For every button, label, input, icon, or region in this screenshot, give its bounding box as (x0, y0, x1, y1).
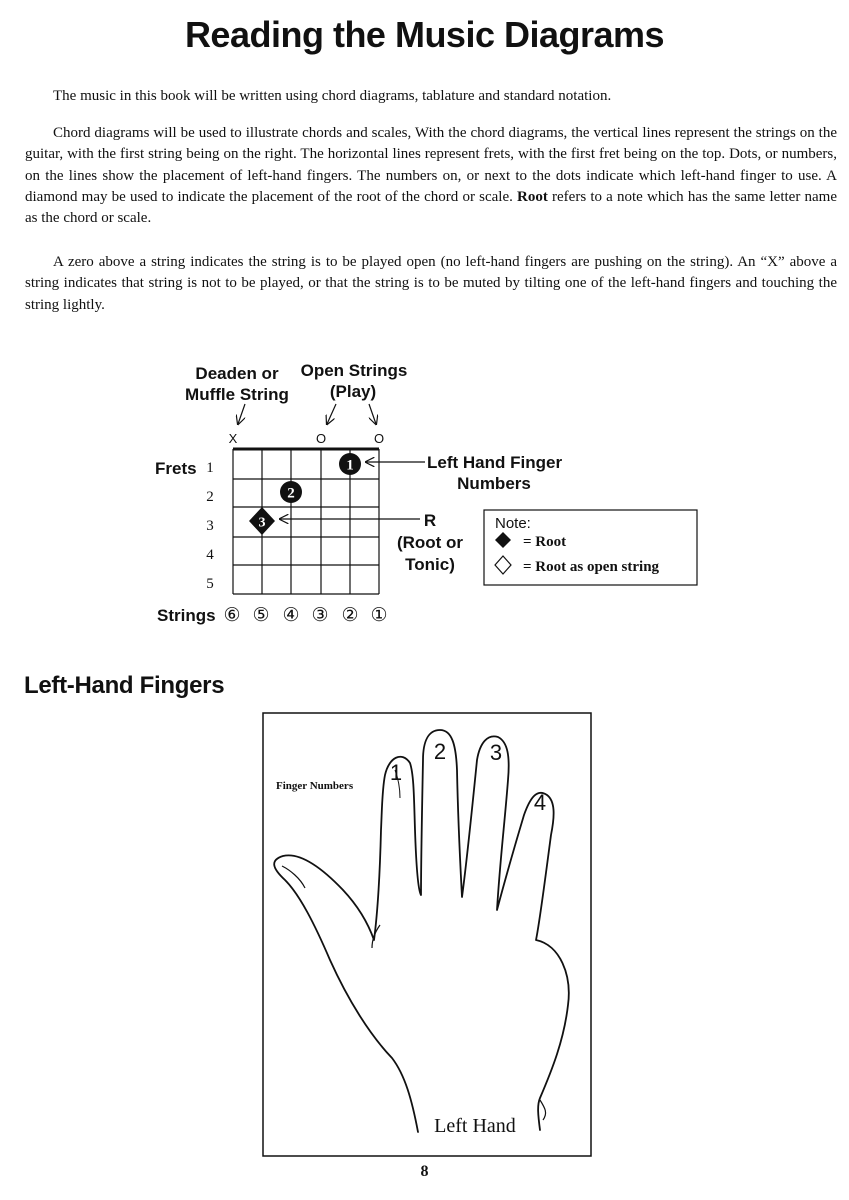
fret-number-4: 4 (206, 547, 214, 563)
left-hand-figure: Finger Numbers 1 2 3 4 Left Hand (262, 712, 592, 1157)
open-strings-label-line2: (Play) (330, 382, 376, 401)
root-diamond-dot-3: 3 (249, 507, 275, 535)
finger-number-3: 3 (490, 740, 502, 765)
thumbnail-line (281, 865, 306, 889)
page-title: Reading the Music Diagrams (184, 14, 665, 55)
hand-frame (262, 712, 592, 1157)
wrist-curl (539, 1099, 547, 1121)
root-label: R (424, 511, 436, 530)
open-mute-text: A zero above a string indicates the stri… (25, 254, 837, 313)
root-diamond-number: 3 (259, 516, 266, 531)
intro-paragraph: The music in this book will be written u… (25, 86, 837, 107)
root-definition-text: refers to a note which has the same lett… (25, 188, 837, 227)
root-label-line3: Tonic) (405, 555, 455, 574)
deaden-label-line2: Muffle String (185, 385, 289, 404)
note-root-open-text: = Root as open string (523, 559, 660, 575)
root-term: Root (517, 188, 548, 205)
frets-label: Frets (155, 459, 197, 478)
chord-diagram-text: Chord diagrams will be used to illustrat… (25, 125, 837, 205)
chord-diagram-labels: Deaden or Muffle String Open Strings (Pl… (185, 361, 407, 404)
finger-dot-2: 2 (280, 481, 302, 503)
note-box: Note: = Root = Root as open string (483, 509, 698, 586)
open-arrow-right (368, 403, 376, 424)
chord-diagram-paragraph: Chord diagrams will be used to illustrat… (25, 123, 837, 229)
finger-dot-1-number: 1 (346, 458, 354, 474)
string-number-5: ⑤ (252, 604, 269, 626)
filled-diamond-icon (495, 532, 511, 548)
finger-number-1: 1 (390, 760, 402, 785)
fret-number-1: 1 (206, 460, 214, 476)
finger-numbers-label-line1: Left Hand Finger (427, 453, 562, 472)
finger-number-4: 4 (534, 790, 546, 815)
finger-dot-2-number: 2 (287, 486, 295, 502)
open-diamond-icon (494, 555, 512, 575)
finger-numbers-caption: Finger Numbers (276, 780, 354, 792)
string-number-4: ④ (282, 604, 299, 626)
open-marker-string1: O (374, 431, 384, 446)
note-title: Note: (495, 515, 531, 532)
finger1-crease (394, 769, 401, 799)
intro-text: The music in this book will be written u… (53, 88, 612, 104)
palm-crease (371, 924, 381, 949)
string-number-3: ③ (311, 604, 328, 626)
mute-marker: X (229, 431, 238, 446)
page-number: 8 (420, 1163, 429, 1180)
fret-number-2: 2 (206, 489, 214, 505)
open-arrow-left (327, 403, 337, 424)
string-number-6: ⑥ (223, 604, 240, 626)
open-strings-label-line1: Open Strings (301, 361, 408, 380)
left-hand-caption: Left Hand (434, 1115, 516, 1137)
string-number-2: ② (341, 604, 358, 626)
finger-number-2: 2 (434, 739, 446, 764)
open-marker-string3: O (316, 431, 326, 446)
label-arrows (238, 403, 376, 424)
root-label-line2: (Root or (397, 533, 463, 552)
string-number-1: ① (370, 604, 387, 626)
fret-number-3: 3 (206, 518, 214, 534)
fret-number-5: 5 (206, 576, 214, 592)
deaden-arrow (238, 403, 246, 424)
strings-label: Strings (157, 606, 216, 625)
section-heading-left-hand-fingers: Left-Hand Fingers (24, 672, 225, 699)
deaden-label-line1: Deaden or (195, 364, 279, 383)
open-mute-paragraph: A zero above a string indicates the stri… (25, 252, 837, 316)
note-root-text: = Root (523, 534, 566, 550)
hand-outline (273, 729, 570, 1133)
finger-numbers-label-line2: Numbers (457, 474, 531, 493)
finger-dot-1: 1 (339, 453, 361, 475)
